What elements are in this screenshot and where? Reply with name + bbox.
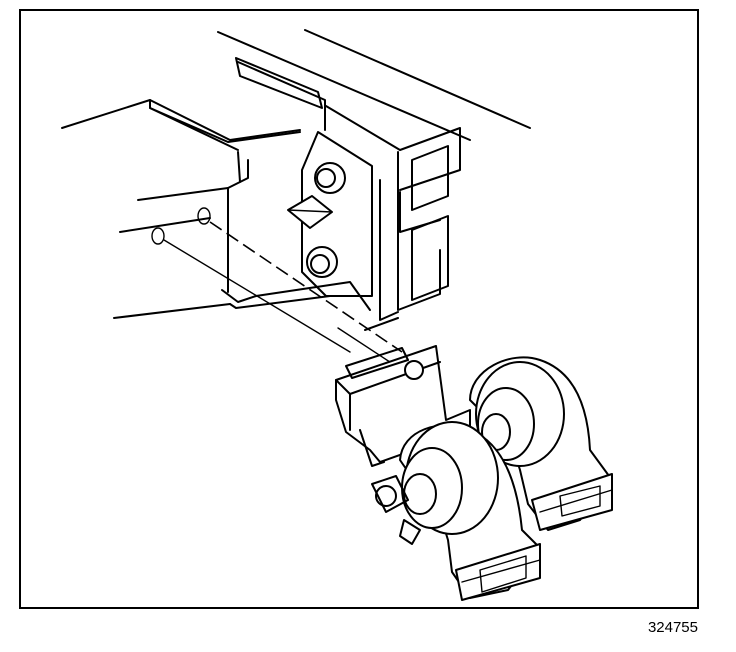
bracket-bolt-icon bbox=[404, 360, 424, 380]
mounting-hole bbox=[197, 207, 211, 225]
horn-front bbox=[371, 421, 541, 601]
crossmember bbox=[61, 99, 371, 319]
mounting-hole bbox=[151, 227, 165, 245]
alignment-guides bbox=[163, 221, 403, 367]
frame-rail bbox=[217, 29, 531, 331]
electrical-connector bbox=[399, 519, 421, 545]
mounting-plate bbox=[287, 131, 373, 297]
figure-number: 324755 bbox=[647, 619, 698, 636]
horn-rear bbox=[469, 356, 613, 531]
